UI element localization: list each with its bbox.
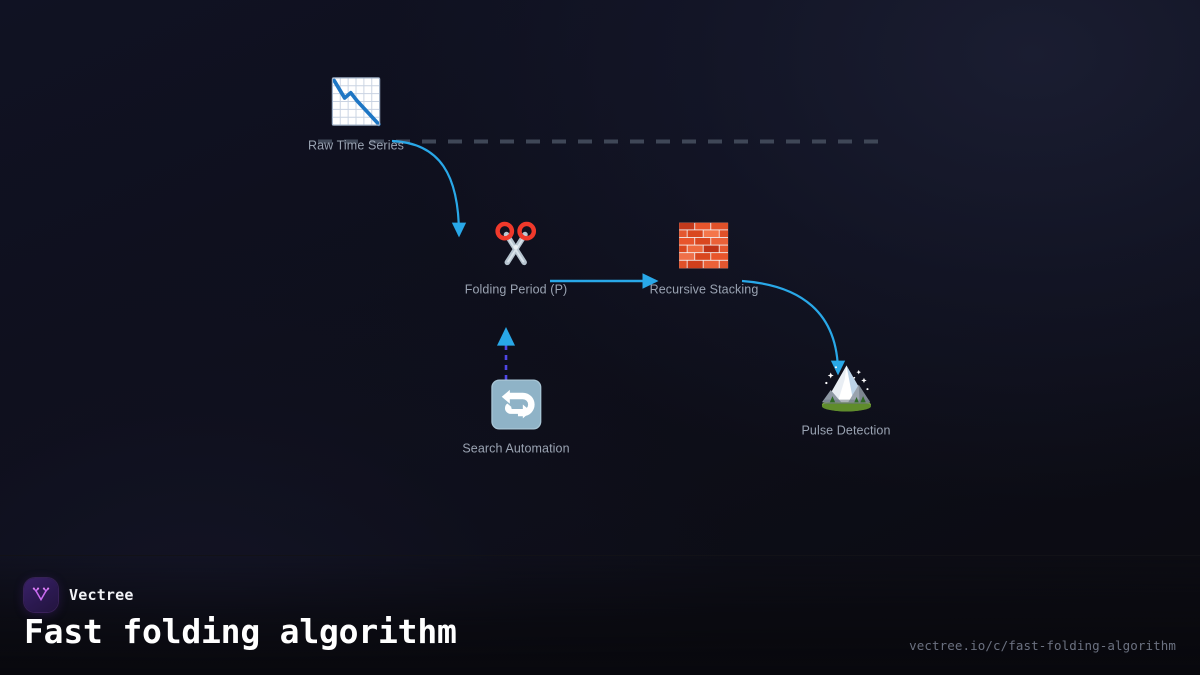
page-url: vectree.io/c/fast-folding-algorithm (909, 638, 1176, 653)
node-label: Folding Period (P) (464, 282, 568, 297)
node-search-automation[interactable]: Search Automation (462, 377, 570, 456)
page-title: Fast folding algorithm (24, 612, 457, 651)
brand-name: Vectree (69, 586, 134, 604)
node-label: Pulse Detection (801, 423, 891, 438)
node-recursive-stacking[interactable]: Recursive Stacking (650, 218, 759, 297)
node-label: Raw Time Series (308, 138, 404, 153)
repeat-arrows-icon (488, 377, 544, 433)
node-pulse-detection[interactable]: Pulse Detection (801, 359, 890, 438)
scissors-icon (488, 218, 544, 274)
chart-decreasing-icon (328, 74, 384, 130)
vectree-logo-icon (24, 578, 58, 612)
footer-bar: Vectree Fast folding algorithm vectree.i… (0, 555, 1200, 675)
node-label: Recursive Stacking (649, 282, 759, 297)
node-label: Search Automation (462, 441, 570, 456)
brick-wall-icon (676, 218, 732, 274)
node-folding-period[interactable]: Folding Period (P) (465, 218, 568, 297)
node-raw-time-series[interactable]: Raw Time Series (308, 74, 404, 153)
brand: Vectree (24, 578, 134, 612)
edge-raw-to-folding (391, 139, 467, 238)
snow-mountain-icon (818, 359, 874, 415)
